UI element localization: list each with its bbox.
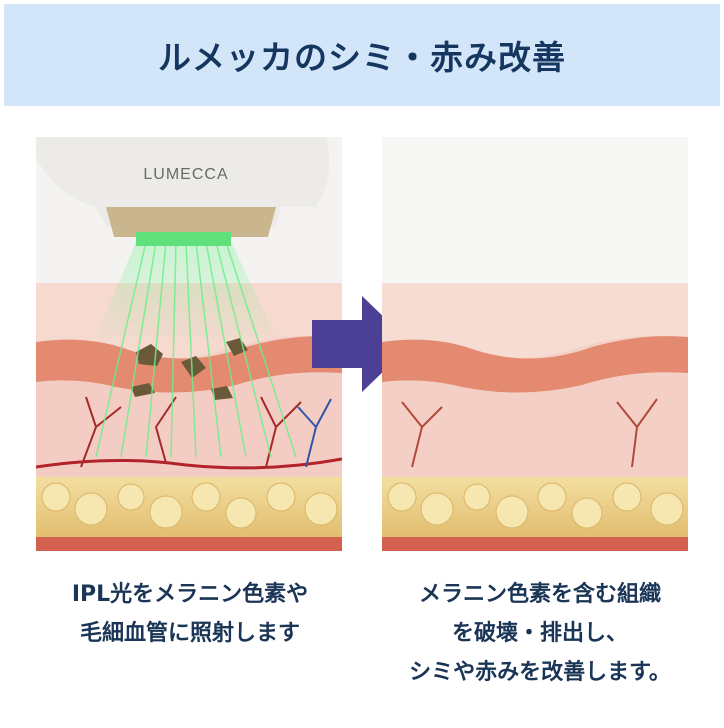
- caption-line: IPL光をメラニン色素や: [71, 582, 309, 607]
- after-caption: メラニン色素を含む組織 を破壊・排出し、 シミや赤みを改善します。: [370, 575, 710, 692]
- after-treatment-illustration: [382, 137, 688, 551]
- caption-line: メラニン色素を含む組織: [418, 582, 661, 607]
- page-title: ルメッカのシミ・赤み改善: [158, 38, 566, 77]
- caption-line: を破壊・排出し、: [451, 621, 628, 646]
- before-treatment-illustration: LUMECCA: [36, 137, 342, 551]
- caption-line: シミや赤みを改善します。: [409, 660, 671, 685]
- before-caption: IPL光をメラニン色素や 毛細血管に照射します: [20, 575, 360, 653]
- caption-line: 毛細血管に照射します: [79, 621, 300, 646]
- title-banner: ルメッカのシミ・赤み改善: [4, 4, 720, 106]
- device-brand-label: LUMECCA: [143, 166, 228, 183]
